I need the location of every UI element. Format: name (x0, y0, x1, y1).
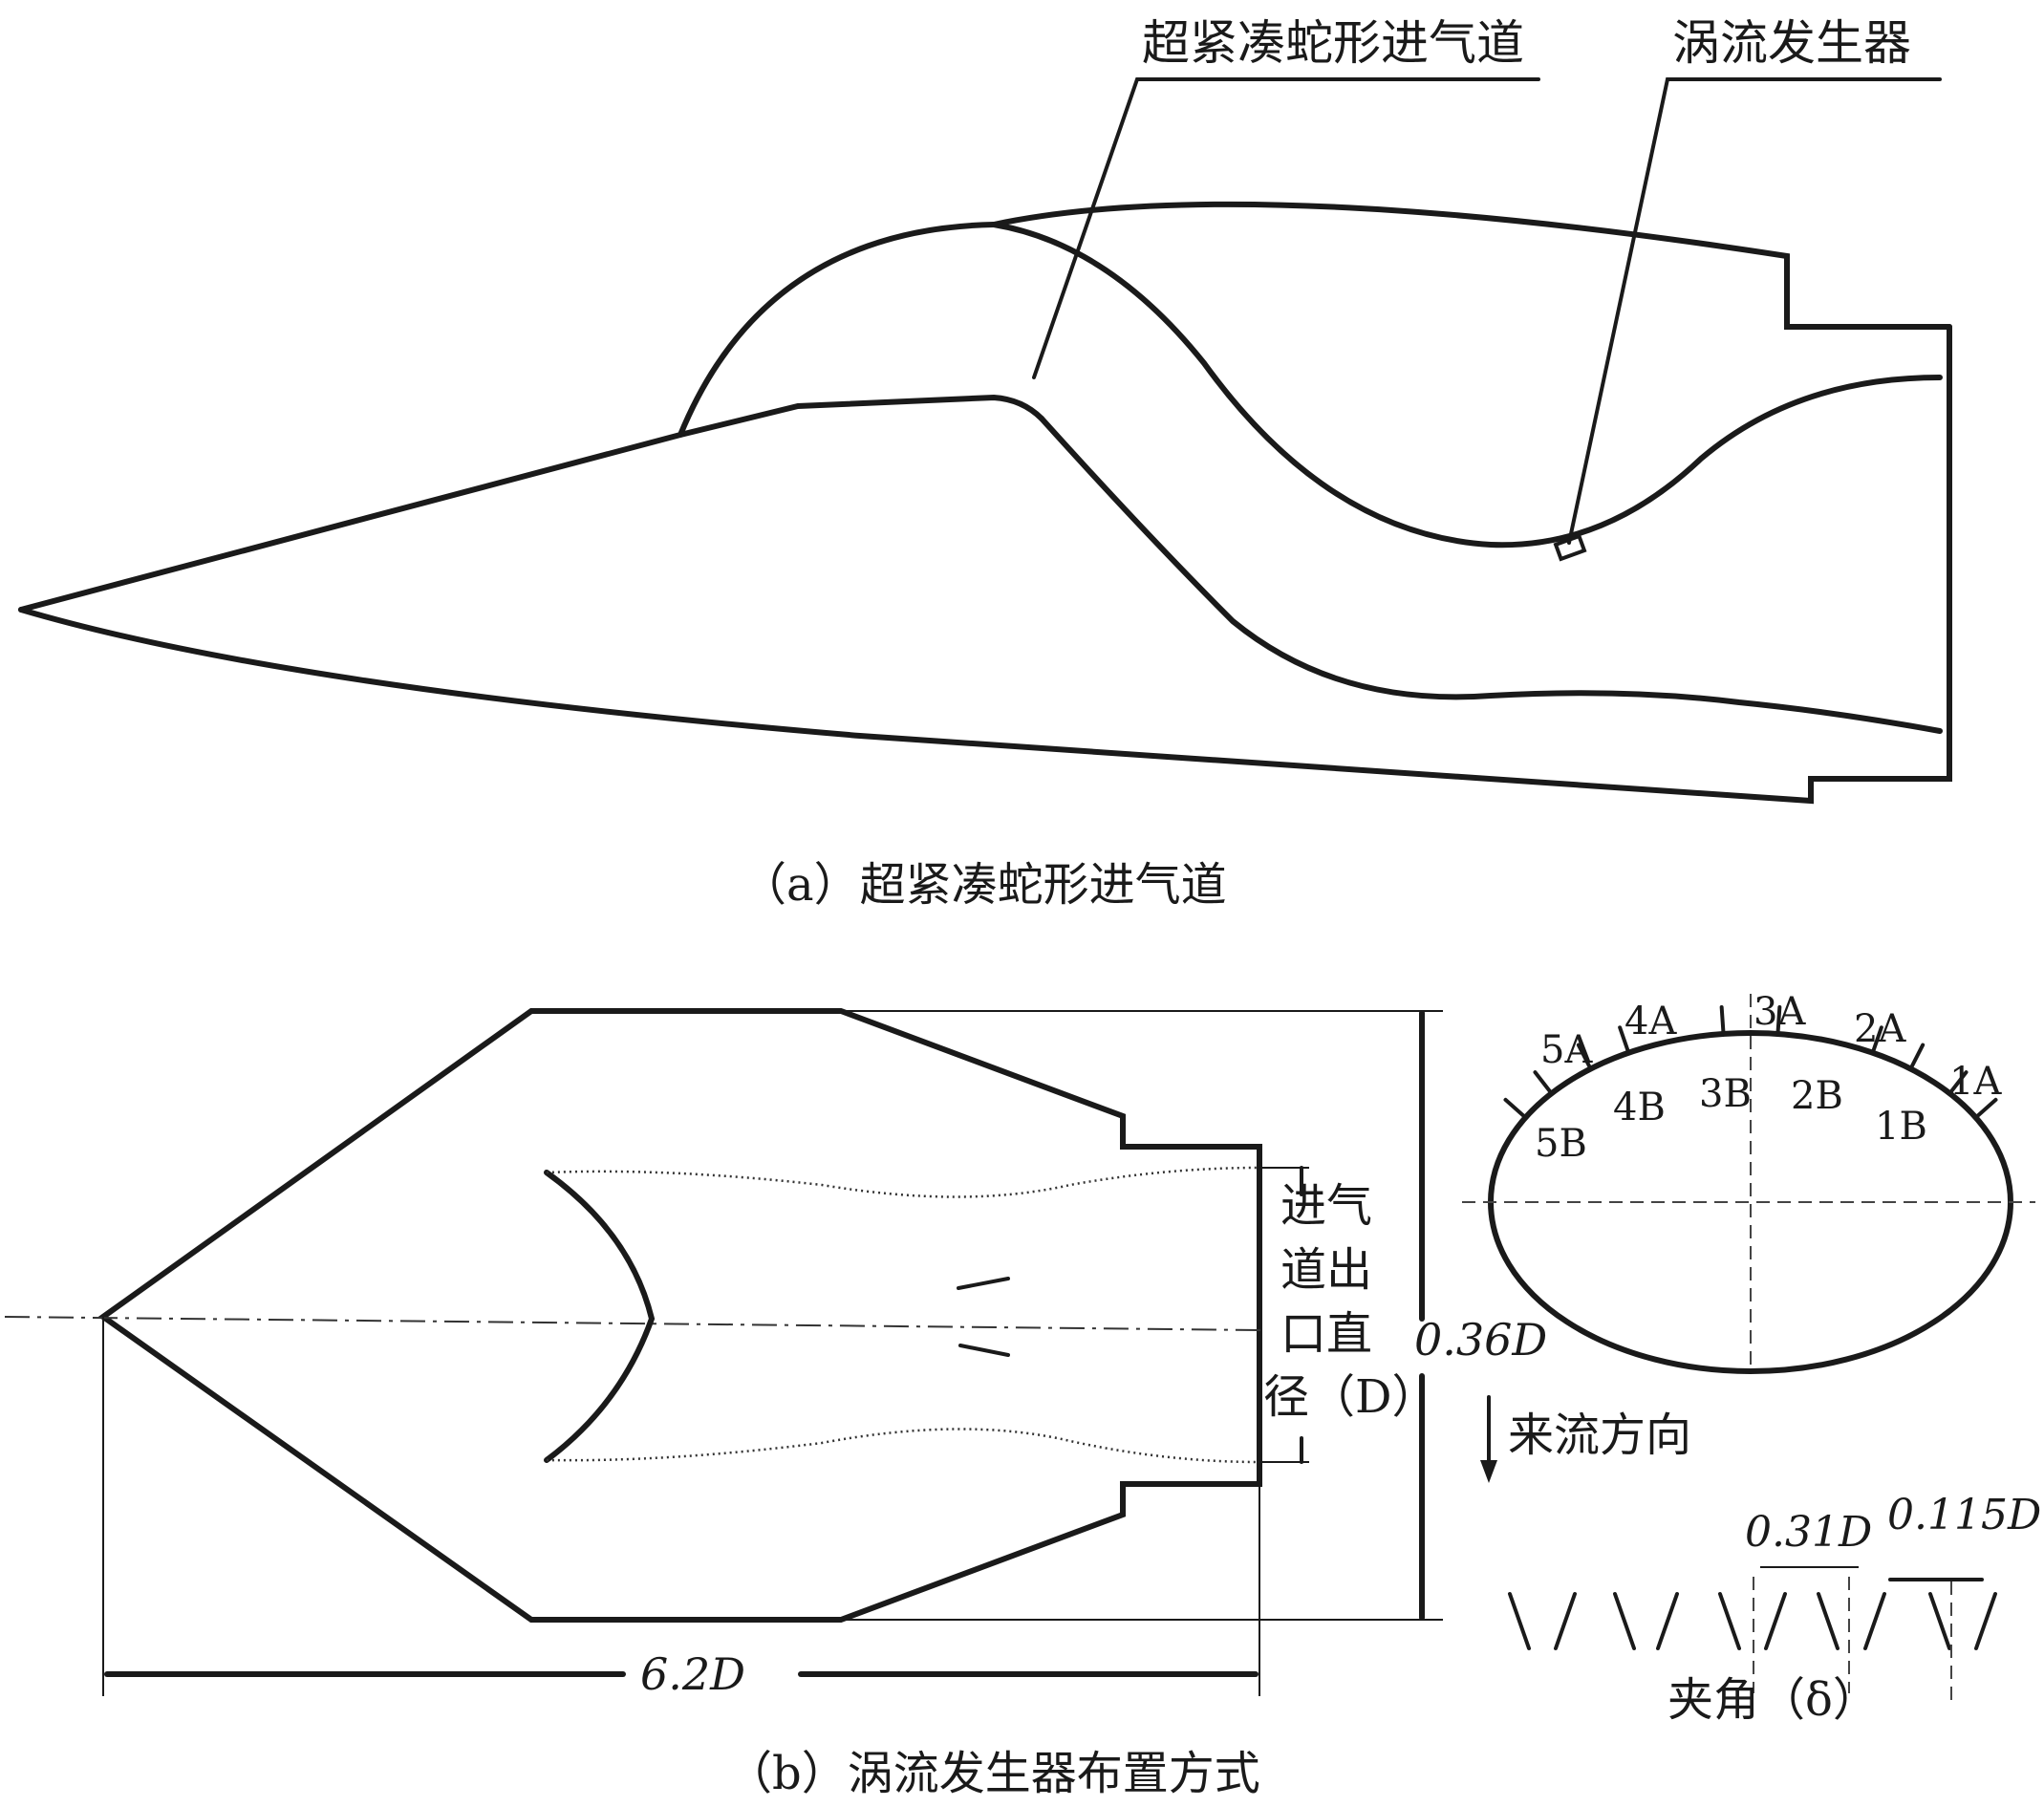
leader-vg (1567, 77, 1942, 545)
duct-lower-wall (1039, 416, 1943, 734)
vg-label-3A: 3A (1754, 990, 1806, 1034)
fuselage-upper-edge (18, 394, 1044, 613)
vg-tick-2 (1576, 1043, 1593, 1071)
vg-label-4B: 4B (1613, 1086, 1666, 1129)
label-height-dim: 0.36D (1414, 1314, 1547, 1366)
vg-mark-lower (958, 1344, 1010, 1357)
vg-tick-1 (1533, 1070, 1554, 1096)
vg-label-1B: 1B (1875, 1105, 1927, 1149)
duct-upper-wall (991, 222, 1943, 549)
label-outlet-diameter-3: 口直 (1280, 1307, 1372, 1361)
caption-a: （a）超紧凑蛇形进气道 (741, 858, 1227, 912)
label-serpentine-duct: 超紧凑蛇形进气道 (1142, 15, 1524, 71)
vg-label-2B: 2B (1791, 1074, 1843, 1118)
outlet-cross-section: 5A 4A 3A 2A 1A 5B 4B 3B 2B 1B (1462, 990, 2035, 1374)
figure-a-inlet-side-view: 超紧凑蛇形进气道 涡流发生器 （a）超紧凑蛇形进气道 (18, 15, 1952, 912)
vg-blade-8 (1928, 1592, 1951, 1650)
centerline (4, 1316, 1262, 1331)
vg-tick-8 (1947, 1070, 1969, 1096)
vg-tick-9 (1973, 1097, 1998, 1120)
vg-blade-7 (1863, 1592, 1886, 1650)
vg-blade-3 (1656, 1592, 1679, 1650)
vg-blade-9 (1974, 1592, 1997, 1650)
vg-tick-5 (1775, 1005, 1782, 1036)
inlet-lip (544, 1170, 656, 1463)
leader-duct (1032, 77, 1540, 379)
label-length-dim: 6.2D (640, 1648, 745, 1700)
caption-b: （b）涡流发生器布置方式 (726, 1747, 1260, 1800)
label-outlet-diameter-1: 进气 (1280, 1179, 1372, 1233)
vg-array-detail: 来流方向 0.31D 0.115D 夹角（δ） (1480, 1395, 2041, 1727)
label-angle: 夹角（δ） (1667, 1673, 1879, 1727)
label-outlet-diameter-2: 道出 (1280, 1243, 1372, 1297)
vg-blade-4 (1718, 1592, 1741, 1650)
vg-tick-3 (1618, 1025, 1631, 1055)
fuselage-lower-edge (18, 324, 1952, 805)
vg-label-5B: 5B (1535, 1122, 1587, 1166)
vg-label-4A: 4A (1624, 1000, 1677, 1043)
cowl-outer-surface (678, 201, 1952, 438)
label-flow-direction: 来流方向 (1508, 1409, 1691, 1462)
label-outlet-diameter-4: 径（D） (1263, 1370, 1438, 1424)
figure-b-top-view: 进气 道出 口直 径（D） 0.36D 6.2D （b）涡流发生器布置方式 (4, 1008, 1547, 1800)
vg-mark-upper (957, 1277, 1010, 1290)
vortex-generator-marker (1553, 533, 1587, 562)
vg-array-blades (1508, 1592, 1997, 1650)
flow-arrow-head (1480, 1460, 1497, 1483)
vg-tick-0 (1503, 1097, 1528, 1120)
vg-blade-2 (1613, 1592, 1636, 1650)
vg-label-3B: 3B (1699, 1072, 1752, 1116)
fuselage-planform (97, 1008, 1262, 1623)
vg-label-2A: 2A (1854, 1007, 1906, 1051)
vg-label-5A: 5A (1540, 1028, 1593, 1072)
duct-wall-upper-dotted (546, 1166, 1260, 1198)
vg-tick-7 (1908, 1043, 1926, 1071)
vg-blade-5 (1764, 1592, 1787, 1650)
label-spacing-dim: 0.31D (1745, 1508, 1872, 1557)
vg-position-ticks (1503, 1005, 1998, 1120)
vg-label-1A: 1A (1949, 1060, 2002, 1104)
duct-wall-lower-dotted (546, 1428, 1260, 1464)
vg-blade-1 (1554, 1592, 1577, 1650)
vg-blade-0 (1508, 1592, 1531, 1650)
vg-tick-4 (1719, 1005, 1726, 1036)
vg-blade-6 (1817, 1592, 1840, 1650)
vg-tick-6 (1870, 1025, 1883, 1055)
label-vortex-generator: 涡流发生器 (1672, 15, 1911, 71)
label-vg-length-dim: 0.115D (1887, 1491, 2041, 1539)
